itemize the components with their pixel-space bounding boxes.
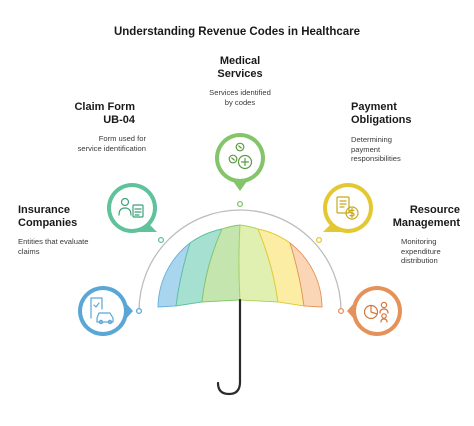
arc-dot-claim: [157, 236, 165, 244]
payment-obligations-heading: Payment Obligations: [351, 101, 461, 127]
resource-management-heading: Resource Management: [350, 204, 460, 230]
claim-form-description: Form used for service identification: [30, 134, 146, 153]
heading-line: Insurance: [18, 204, 70, 216]
umbrella-canopy: [157, 224, 323, 308]
description-line: payment: [351, 144, 381, 154]
medical-bubble: [215, 133, 265, 191]
description-line: distribution: [401, 256, 438, 265]
heading-line: Payment: [351, 101, 397, 113]
payment-bubble: [323, 183, 373, 233]
medical-services-description: Services identified by codes: [190, 88, 290, 107]
description-line: by codes: [224, 97, 256, 107]
heading-line: Services: [217, 68, 263, 80]
resource-bubble: [347, 286, 402, 336]
outer-arc: [138, 209, 342, 312]
description-line: Form used for: [98, 134, 146, 143]
heading-line: Management: [392, 217, 460, 229]
claim-form-heading: Claim Form UB-04: [40, 101, 135, 127]
claim-form-bubble: [107, 183, 157, 233]
heading-line: Resource: [409, 204, 460, 216]
description-line: responsibilities: [351, 154, 401, 163]
umbrella-handle: [216, 298, 242, 396]
heading-line: Companies: [18, 217, 78, 229]
pie-chart-people-icon: [363, 301, 389, 323]
description-line: Monitoring: [401, 237, 437, 246]
payment-obligations-description: Determining payment responsibilities: [351, 135, 461, 164]
heading-line: Claim Form: [74, 101, 135, 113]
heading-line: UB-04: [103, 114, 135, 126]
description-line: Services identified: [209, 88, 271, 97]
description-line: expenditure: [401, 246, 441, 256]
heading-line: Obligations: [351, 114, 412, 126]
medical-coins-icon: [228, 142, 253, 170]
resource-management-description: Monitoring expenditure distribution: [401, 237, 471, 266]
canopy-panel-orange: [289, 241, 323, 308]
car-insurance-icon: [90, 297, 114, 325]
description-line: claims: [18, 246, 40, 256]
infographic-title: Understanding Revenue Codes in Healthcar…: [113, 26, 361, 38]
insurance-companies-description: Entities that evaluate claims: [18, 237, 128, 256]
insurance-bubble: [78, 286, 133, 336]
description-line: service identification: [77, 143, 146, 153]
arc-dot-medical: [236, 200, 244, 208]
arc-dot-insurance: [135, 307, 143, 315]
arc-dot-payment: [315, 236, 323, 244]
heading-line: Medical: [219, 55, 261, 67]
insurance-companies-heading: Insurance Companies: [18, 204, 128, 230]
invoice-dollar-icon: [336, 196, 359, 220]
description-line: Entities that evaluate: [18, 237, 89, 246]
arc-dot-resource: [337, 307, 345, 315]
person-document-icon: [118, 197, 144, 218]
medical-services-heading: Medical Services: [190, 55, 290, 81]
description-line: Determining: [351, 135, 392, 144]
